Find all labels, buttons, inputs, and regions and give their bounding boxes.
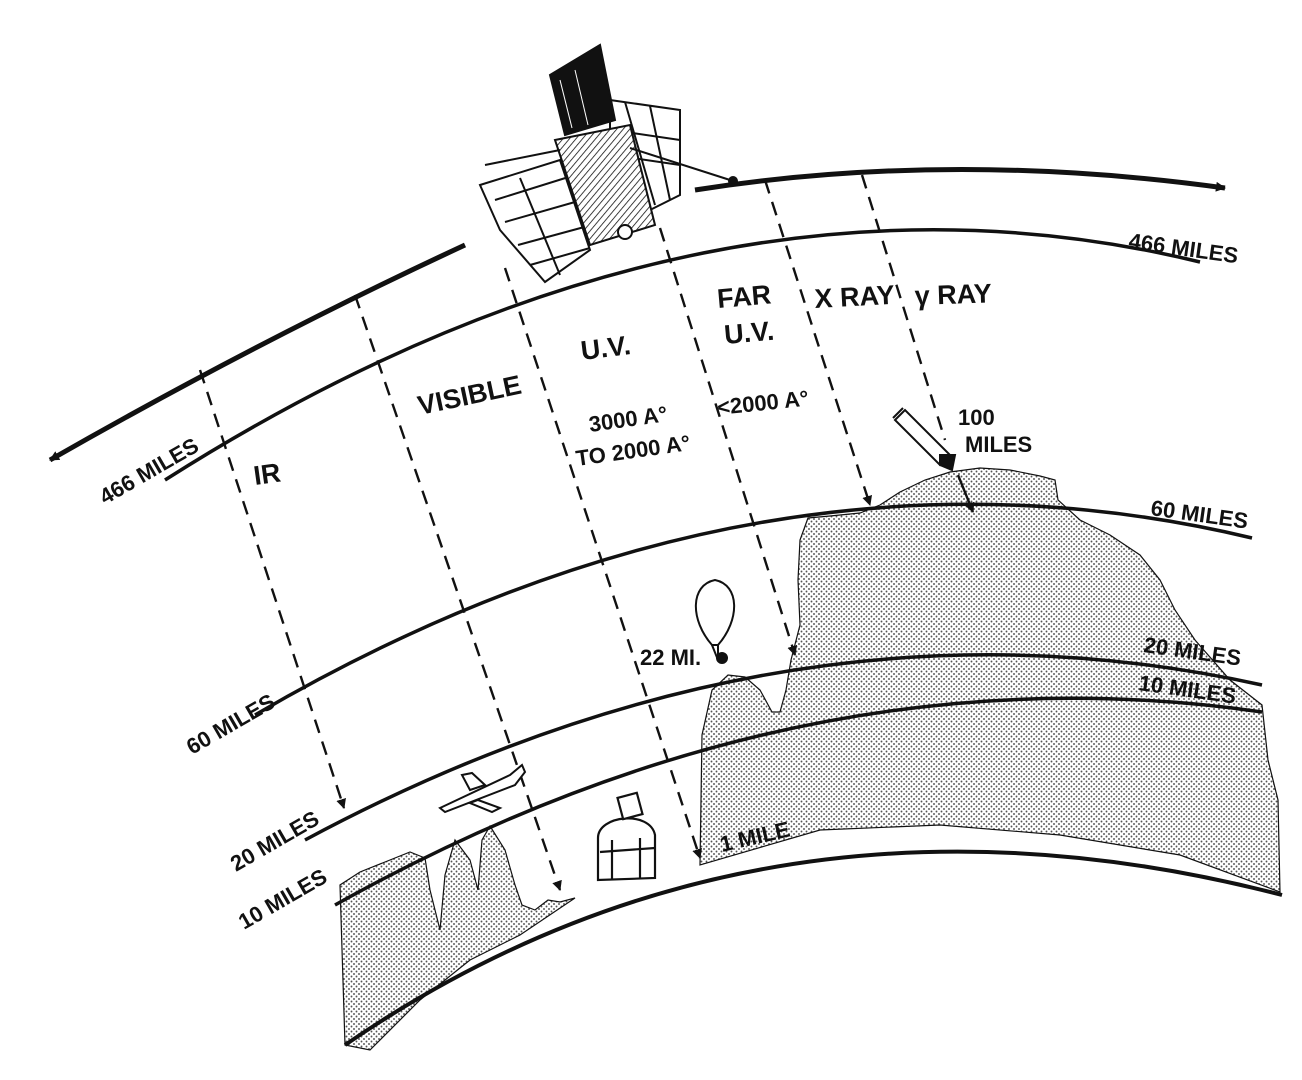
arc-60-miles [254,502,1253,717]
label-rocket-altitude-2: MILES [965,432,1032,457]
label-rocket-altitude-1: 100 [958,405,995,430]
arc-ground [343,849,1283,1047]
band-label-gamma: γ RAY [914,278,992,311]
band-label-far-uv-range: <2000 A° [716,386,810,420]
arc-20-miles [304,653,1263,842]
band-label-ir: IR [252,457,283,490]
arc-10-miles [334,696,1263,907]
orbit-arc-right [694,167,1226,193]
band-label-uv: U.V. [579,330,632,366]
label-466-miles-left: 466 MILES [95,433,203,510]
band-label-visible: VISIBLE [415,370,524,421]
label-60-miles-left: 60 MILES [182,689,279,760]
altitude-arcs [48,167,1283,1047]
band-label-uv-range-1: 3000 A° [587,401,669,437]
satellite-icon [478,43,738,284]
absorption-regions [339,467,1281,1051]
penetration-lines [198,174,947,891]
uv-penetration-line [503,267,702,859]
label-balloon-altitude: 22 MI. [640,645,701,670]
arc-466-miles [164,228,1201,482]
observatory-icon [596,791,657,882]
xray-penetration-line [763,179,872,506]
airplane-icon [438,763,527,814]
label-466-miles-right: 466 MILES [1127,228,1239,268]
faruv-penetration-line [658,227,798,656]
rocket-descent-arrow [956,474,975,513]
balloon-icon [694,578,736,664]
rocket-icon [892,407,957,472]
absorption-region-low [339,824,576,1051]
absorption-region-high [699,467,1281,893]
label-20-miles-left: 20 MILES [226,806,323,877]
visible-penetration-line [353,294,562,891]
gamma-penetration-line [860,174,947,441]
band-label-far-uv-2: U.V. [723,316,775,350]
band-label-far-uv-1: FAR [716,279,772,314]
label-10-miles-left: 10 MILES [234,864,331,935]
orbit-arc-left [48,242,467,463]
ir-penetration-line [198,369,346,809]
band-label-xray: X RAY [814,280,896,314]
